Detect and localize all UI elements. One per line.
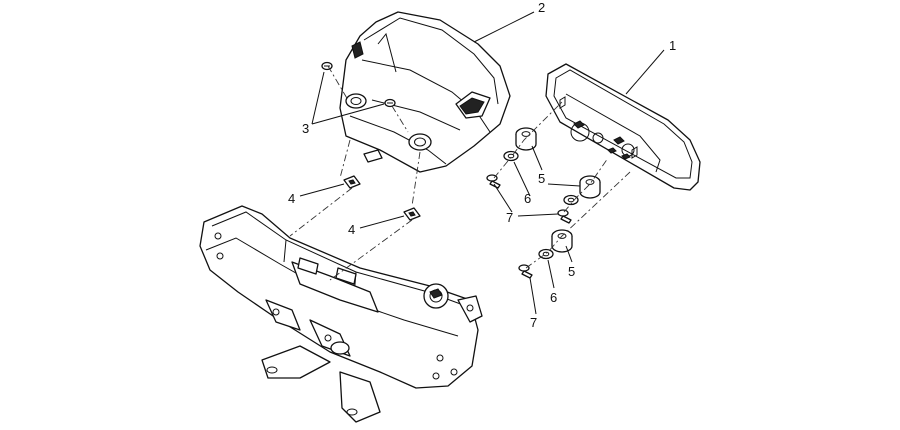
- instrument-cluster-part: [545, 63, 701, 191]
- callout-4b: 4: [348, 222, 355, 237]
- callout-labels: 1 2 3 4 4 5 5 6 6 7 7: [288, 0, 676, 330]
- mounting-screw-part: [486, 174, 572, 279]
- mounting-bracket-frame: [199, 205, 483, 423]
- clip-nut-part: [343, 175, 421, 221]
- callout-5b: 5: [568, 264, 575, 279]
- callout-6b: 6: [550, 290, 557, 305]
- cover-screw-part: [321, 61, 396, 108]
- callout-4a: 4: [288, 191, 295, 206]
- callout-2: 2: [538, 0, 545, 15]
- washer-part: [503, 150, 579, 260]
- callout-3: 3: [302, 121, 309, 136]
- callout-7b: 7: [530, 315, 537, 330]
- assembly-guide-lines: [289, 65, 631, 281]
- dash-cover-part: [339, 11, 511, 173]
- callout-1: 1: [669, 38, 676, 53]
- rubber-grommet-part: [515, 127, 601, 253]
- callout-7a: 7: [506, 210, 513, 225]
- callout-leader-lines: [299, 11, 665, 315]
- callout-5a: 5: [538, 171, 545, 186]
- callout-6a: 6: [524, 191, 531, 206]
